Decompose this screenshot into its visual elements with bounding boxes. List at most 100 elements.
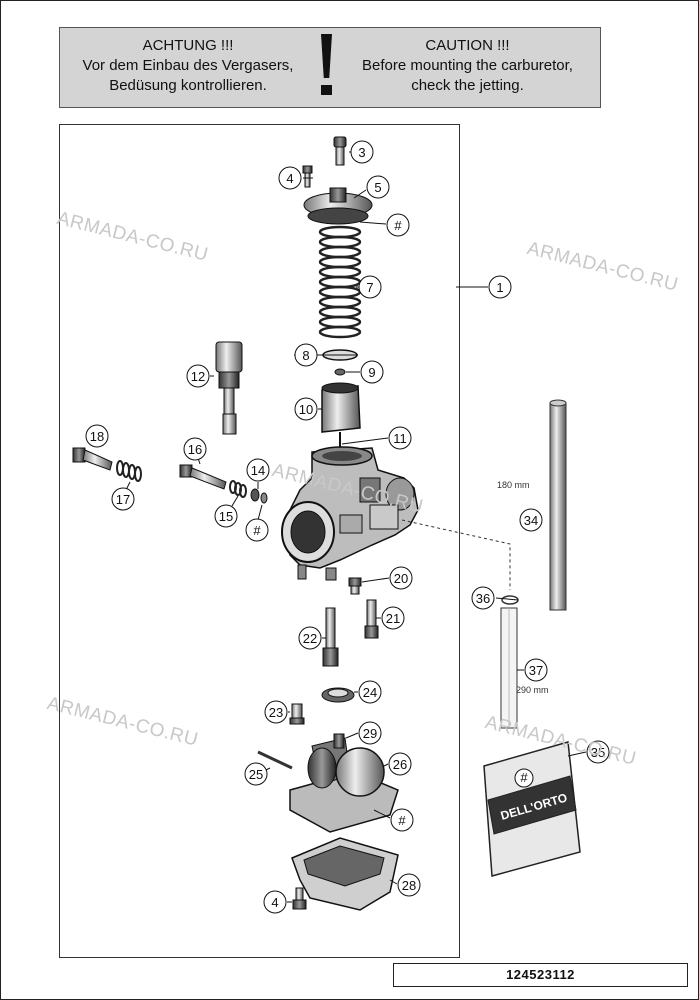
part-bolt-4-bottom (292, 887, 307, 910)
caution-english-line2: check the jetting. (411, 77, 524, 94)
svg-text:8: 8 (302, 348, 309, 363)
caution-english-line1: Before mounting the carburetor, (362, 57, 573, 74)
callout-hash-top: # (386, 213, 410, 237)
svg-text:22: 22 (303, 631, 317, 646)
callout-15: 15 (214, 504, 238, 528)
svg-text:25: 25 (249, 767, 263, 782)
callout-34: 34 (519, 508, 543, 532)
callout-1: 1 (488, 275, 512, 299)
callout-29: 29 (358, 721, 382, 745)
callout-11: 11 (388, 426, 412, 450)
caution-banner: ACHTUNG !!! Vor dem Einbau des Vergasers… (59, 27, 601, 108)
part-pin-25 (257, 750, 293, 770)
callout-25: 25 (244, 762, 268, 786)
package-hash-label: # (520, 770, 528, 785)
part-hose-37 (500, 607, 518, 729)
callout-hash-mid: # (245, 518, 269, 542)
svg-text:#: # (253, 523, 261, 538)
tube-34-length: 180 mm (497, 480, 530, 490)
callout-35: 35 (586, 740, 610, 764)
caution-german-line1: Vor dem Einbau des Vergasers, (82, 57, 294, 74)
svg-text:14: 14 (251, 463, 265, 478)
svg-text:23: 23 (269, 705, 283, 720)
part-screw-18 (72, 447, 113, 471)
svg-text:1: 1 (496, 280, 503, 295)
callout-18: 18 (85, 424, 109, 448)
callout-10: 10 (294, 397, 318, 421)
svg-text:4: 4 (271, 895, 278, 910)
part-spring-17 (116, 460, 142, 482)
part-carburetor-body (281, 446, 419, 581)
callout-26: 26 (388, 752, 412, 776)
part-screw-3 (333, 136, 347, 166)
svg-text:15: 15 (219, 509, 233, 524)
callout-labels: 1 3 4 5 # 7 8 9 10 11 12 14 15 16 17 18 … (85, 140, 610, 914)
callout-20: 20 (389, 566, 413, 590)
part-slide-10 (321, 382, 361, 433)
part-needle-jet-22 (322, 607, 339, 667)
callout-7: 7 (358, 275, 382, 299)
callout-24: 24 (358, 680, 382, 704)
callout-23: 23 (264, 700, 288, 724)
caution-german-title: ACHTUNG !!! (142, 37, 234, 54)
svg-text:16: 16 (188, 442, 202, 457)
part-float-26 (289, 737, 399, 833)
part-needle-valve-29 (333, 733, 345, 749)
callout-36: 36 (471, 586, 495, 610)
callout-28: 28 (397, 873, 421, 897)
caution-german-line2: Bedüsung kontrollieren. (109, 77, 267, 94)
callout-22: 22 (298, 626, 322, 650)
part-adjuster-12 (215, 341, 243, 435)
part-valve-23 (289, 703, 305, 725)
tube-37-length: 290 mm (516, 685, 549, 695)
part-screw-16 (179, 464, 227, 490)
callout-14: 14 (246, 458, 270, 482)
svg-text:34: 34 (524, 513, 538, 528)
part-tube-34 (549, 402, 567, 611)
svg-text:11: 11 (393, 431, 407, 446)
callout-4-top: 4 (278, 166, 302, 190)
part-cover-5 (303, 187, 373, 225)
svg-text:21: 21 (386, 611, 400, 626)
carburetor-assembly-box (59, 124, 460, 958)
callout-8: 8 (294, 343, 318, 367)
callout-16: 16 (183, 437, 207, 461)
svg-text:#: # (394, 218, 402, 233)
document-number: 124523112 (393, 963, 688, 987)
part-jet-21 (364, 599, 379, 639)
svg-text:26: 26 (393, 757, 407, 772)
svg-text:#: # (398, 813, 406, 828)
part-bolt-4-top (302, 165, 313, 188)
callout-3: 3 (350, 140, 374, 164)
part-jet-package-35: DELL'ORTO # (483, 741, 581, 877)
svg-text:24: 24 (363, 685, 377, 700)
part-jet-20 (348, 577, 362, 595)
svg-text:20: 20 (394, 571, 408, 586)
part-spring-15 (229, 480, 247, 498)
caution-english: CAUTION !!! Before mounting the carburet… (340, 36, 595, 96)
connection-line (401, 519, 511, 590)
svg-text:18: 18 (90, 429, 104, 444)
caution-german: ACHTUNG !!! Vor dem Einbau des Vergasers… (68, 36, 308, 96)
svg-text:36: 36 (476, 591, 490, 606)
callout-21: 21 (381, 606, 405, 630)
callout-37: 37 (524, 658, 548, 682)
callout-5: 5 (366, 175, 390, 199)
callout-12: 12 (186, 364, 210, 388)
svg-text:10: 10 (299, 402, 313, 417)
callout-9: 9 (360, 360, 384, 384)
svg-text:4: 4 (286, 171, 293, 186)
part-spring-7 (318, 225, 362, 339)
part-oring-14 (250, 488, 268, 504)
svg-text:35: 35 (591, 745, 605, 760)
callout-hash-bottom: # (390, 808, 414, 832)
caution-english-title: CAUTION !!! (425, 37, 510, 54)
callout-4-bottom: 4 (263, 890, 287, 914)
svg-text:17: 17 (116, 492, 130, 507)
svg-text:29: 29 (363, 726, 377, 741)
svg-text:3: 3 (358, 145, 365, 160)
part-float-bowl-28 (291, 837, 399, 911)
exclamation-icon (318, 34, 334, 100)
svg-text:7: 7 (366, 280, 373, 295)
